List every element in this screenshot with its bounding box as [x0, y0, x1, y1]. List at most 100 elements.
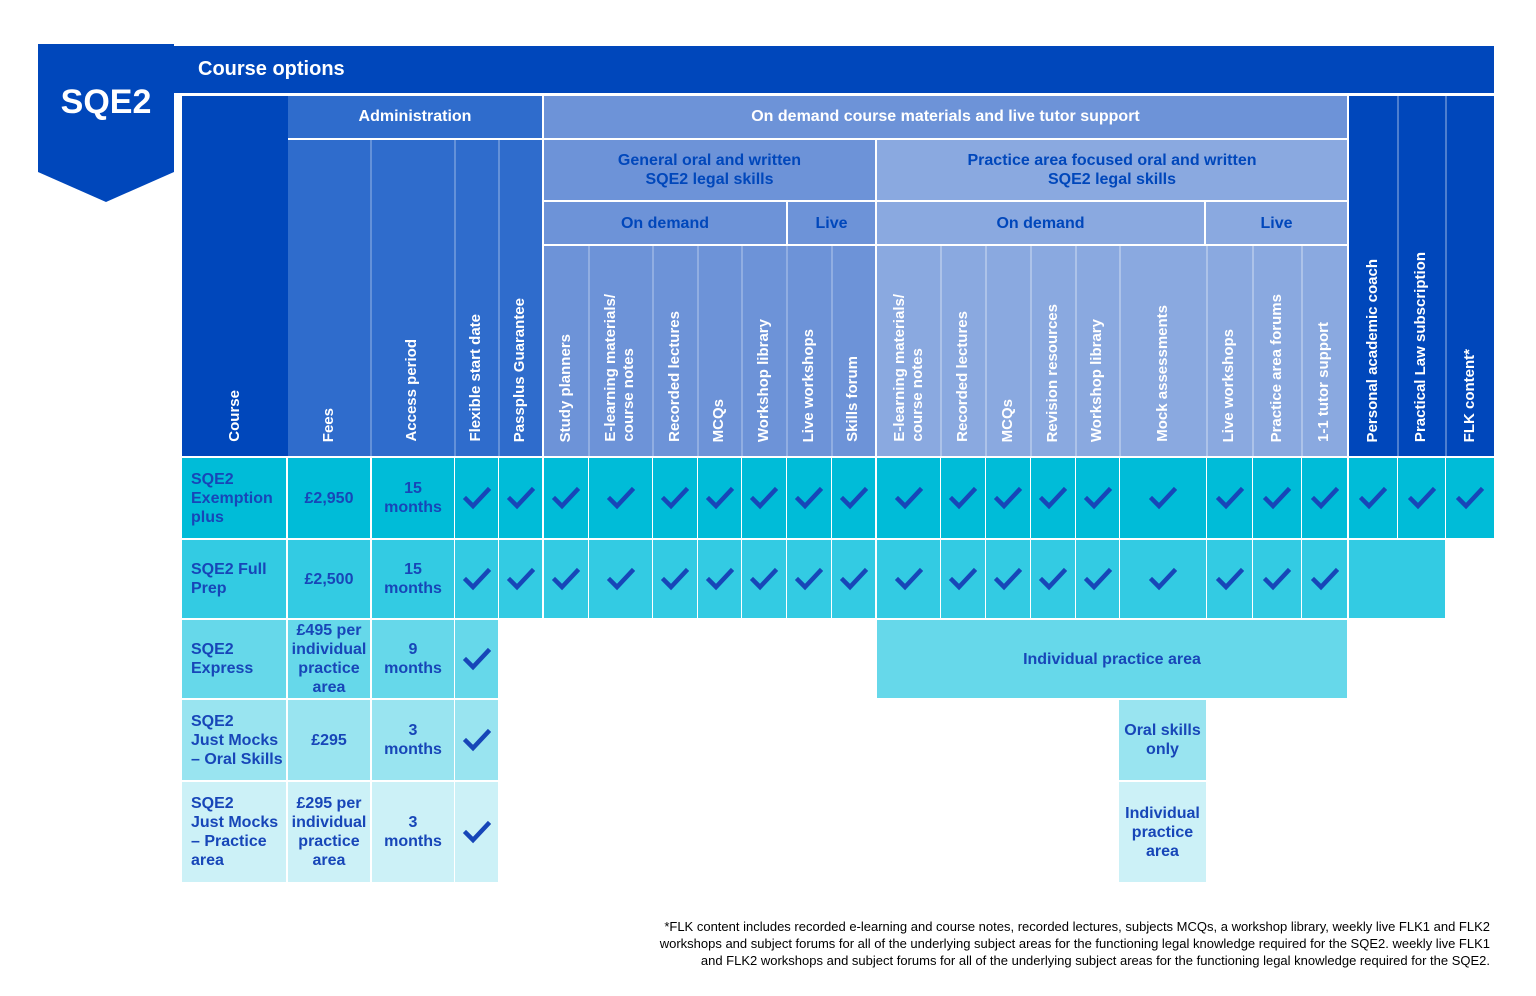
course-name: SQE2 Full Prep — [191, 561, 267, 597]
course-name: SQE2 Just Mocks – Practice area — [191, 795, 279, 869]
access-value: 9 months — [384, 641, 442, 677]
checkmark-icon — [894, 567, 923, 591]
column-header-study-planners: Study planners — [544, 248, 588, 456]
checkmark-icon — [1083, 486, 1112, 510]
general-col-divider — [786, 246, 788, 456]
column-header-fees: Fees — [288, 248, 370, 456]
row-express-access: 9 months — [372, 620, 454, 698]
row-full-prep-cell-flexible-start-date — [455, 540, 498, 618]
row-exemption-plus-cell-practice-area-forums — [1253, 458, 1301, 538]
on-demand-support-header: On demand course materials and live tuto… — [544, 96, 1347, 138]
checkmark-icon — [1039, 486, 1067, 510]
row-full-prep-course: SQE2 Full Prep — [182, 540, 286, 618]
column-header-recorded-lectures-general: Recorded lectures — [652, 248, 697, 456]
general-col-divider — [831, 246, 833, 456]
row-exemption-plus-cell-study-planners — [544, 458, 588, 538]
fee-value: £295 per individual practice area — [291, 795, 367, 869]
row-full-prep-cell-workshop-library-practice — [1076, 540, 1119, 618]
checkmark-icon — [949, 486, 977, 510]
column-header-recorded-lectures-practice: Recorded lectures — [940, 248, 985, 456]
live-2-header: Live — [1206, 202, 1347, 244]
general-skills-label: General oral and written SQE2 legal skil… — [617, 152, 802, 188]
column-label-practice-area-forums: Practice area forums — [1267, 293, 1285, 442]
practice-col-divider — [985, 246, 987, 456]
checkmark-icon — [1083, 567, 1112, 591]
course-header-bg — [182, 96, 288, 456]
checkmark-icon — [462, 647, 491, 671]
checkmark-icon — [949, 567, 977, 591]
column-label-course: Course — [226, 390, 243, 442]
row-exemption-plus-cell-elearning-materials-practice — [877, 458, 940, 538]
row-exemption-plus-cell-live-workshops-general — [787, 458, 831, 538]
row-exemption-plus-access: 15 months — [372, 458, 454, 538]
column-label-skills-forum: Skills forum — [844, 356, 861, 442]
badge-label: SQE2 — [60, 83, 152, 121]
row-just-mocks-oral-course: SQE2 Just Mocks – Oral Skills — [182, 700, 286, 780]
checkmark-icon — [1407, 486, 1436, 510]
column-header-mock-assessments: Mock assessments — [1119, 248, 1206, 456]
practice-col-divider — [1206, 246, 1208, 456]
on-demand-support-label: On demand course materials and live tuto… — [751, 108, 1140, 125]
administration-label: Administration — [358, 108, 472, 125]
row-exemption-plus-cell-mcqs-practice — [986, 458, 1030, 538]
fee-value: £2,500 — [304, 570, 354, 588]
column-label-workshop-library-general: Workshop library — [754, 318, 772, 442]
checkmark-icon — [839, 567, 868, 591]
access-value: 3 months — [384, 722, 442, 758]
row-exemption-plus-cell-mock-assessments — [1120, 458, 1206, 538]
checkmark-icon — [462, 486, 491, 510]
title-bar: Course options — [174, 46, 1494, 93]
column-header-personal-academic-coach: Personal academic coach — [1349, 248, 1397, 456]
general-columns-bg — [544, 246, 875, 456]
oral-only-note: Oral skills only — [1119, 700, 1206, 780]
badge-shape — [38, 44, 174, 202]
row-full-prep-cell-elearning-materials-practice — [877, 540, 940, 618]
row-just-mocks-oral-fee: £295 — [288, 700, 370, 780]
row-full-prep-cell-recorded-lectures-practice — [941, 540, 985, 618]
general-col-divider — [652, 246, 654, 456]
admin-col-divider — [498, 140, 500, 456]
general-skills-header: General oral and written SQE2 legal skil… — [544, 140, 875, 200]
checkmark-icon — [552, 567, 580, 591]
checkmark-icon — [994, 567, 1022, 591]
row-just-mocks-practice-access: 3 months — [372, 782, 454, 882]
row-exemption-plus-cell-flexible-start-date — [455, 458, 498, 538]
oral-only-label: Oral skills only — [1124, 722, 1201, 758]
checkmark-icon — [462, 567, 491, 591]
checkmark-icon — [462, 728, 491, 752]
checkmark-icon — [994, 486, 1022, 510]
column-header-mcqs-practice: MCQs — [985, 248, 1030, 456]
column-label-flk-content: FLK content* — [1460, 348, 1478, 442]
row-full-prep-cell-revision-resources — [1031, 540, 1075, 618]
row-full-prep-fee: £2,500 — [288, 540, 370, 618]
row-exemption-plus-cell-live-workshops-practice — [1207, 458, 1252, 538]
checkmark-icon — [1263, 567, 1291, 591]
practice-skills-header: Practice area focused oral and written S… — [877, 140, 1347, 200]
row-exemption-plus-fee: £2,950 — [288, 458, 370, 538]
column-label-tutor-support: 1-1 tutor support — [1315, 322, 1332, 442]
checkmark-icon — [705, 486, 734, 510]
checkmark-icon — [705, 567, 734, 591]
row-full-prep-cell-recorded-lectures-general — [653, 540, 697, 618]
column-header-tutor-support: 1-1 tutor support — [1301, 248, 1347, 456]
extras-columns-bg — [1349, 96, 1494, 456]
row-exemption-plus-cell-recorded-lectures-general — [653, 458, 697, 538]
row-full-prep-cell-elearning-materials-general — [589, 540, 652, 618]
fee-value: £495 per individual practice area — [291, 622, 367, 696]
checkmark-icon — [661, 567, 689, 591]
row-full-prep-cell-mcqs-practice — [986, 540, 1030, 618]
practice-col-divider — [1252, 246, 1254, 456]
column-header-practical-law-subscription: Practical Law subscription — [1397, 248, 1445, 456]
column-label-practical-law-subscription: Practical Law subscription — [1412, 251, 1429, 442]
row-exemption-plus-cell-mcqs-general — [698, 458, 741, 538]
row-exemption-plus-cell-revision-resources — [1031, 458, 1075, 538]
column-label-live-workshops-practice: Live workshops — [1220, 328, 1237, 442]
on-demand-2-header: On demand — [877, 202, 1204, 244]
column-label-fees: Fees — [320, 407, 337, 442]
page-title: Course options — [198, 58, 345, 80]
checkmark-icon — [750, 486, 778, 510]
checkmark-icon — [1263, 486, 1291, 510]
express-practice-note: Individual practice area — [877, 620, 1347, 698]
checkmark-icon — [795, 486, 823, 510]
on-demand-2-label: On demand — [996, 214, 1085, 232]
